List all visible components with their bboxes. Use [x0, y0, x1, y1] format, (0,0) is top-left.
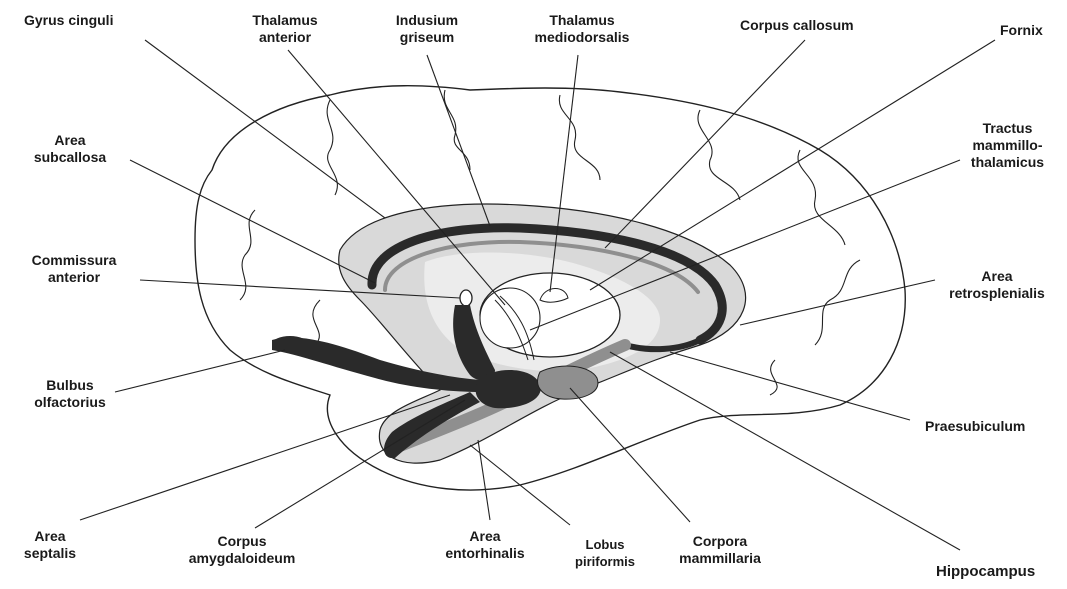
leader-indusium-griseum — [427, 55, 490, 226]
olfactory-bulb — [272, 336, 308, 352]
thalamus-anterior-nucleus — [480, 288, 540, 348]
label-praesubiculum: Praesubiculum — [925, 418, 1025, 435]
sulcus — [559, 95, 600, 180]
label-corpora-mammillaria: Corpora mammillaria — [660, 533, 780, 567]
label-area-subcallosa: Area subcallosa — [20, 132, 120, 166]
sulcus — [327, 100, 337, 195]
label-corpus-callosum: Corpus callosum — [740, 17, 854, 34]
label-indusium-griseum: Indusium griseum — [372, 12, 482, 46]
label-gyrus-cinguli: Gyrus cinguli — [24, 12, 113, 29]
label-tractus-mammillothalamicus: Tractus mammillo- thalamicus — [955, 120, 1060, 171]
label-fornix: Fornix — [1000, 22, 1043, 39]
label-bulbus-olfactorius: Bulbus olfactorius — [20, 377, 120, 411]
label-lobus-piriformis: Lobus piriformis — [555, 536, 655, 570]
leader-fornix — [590, 40, 995, 290]
sulcus — [698, 110, 740, 200]
leader-gyrus-cinguli — [145, 40, 385, 218]
sulcus — [444, 90, 470, 170]
label-thalamus-anterior: Thalamus anterior — [230, 12, 340, 46]
corpora-mammillaria — [538, 366, 598, 399]
leader-corpus-amygdaloideum — [255, 400, 465, 528]
leader-hippocampus — [610, 352, 960, 550]
leader-area-entorhinalis — [478, 440, 490, 520]
sulcus — [313, 300, 320, 345]
label-commissura-anterior: Commissura anterior — [14, 252, 134, 286]
label-corpus-amygdaloideum: Corpus amygdaloideum — [172, 533, 312, 567]
label-area-retrosplenialis: Area retrosplenialis — [937, 268, 1057, 302]
leader-area-subcallosa — [130, 160, 375, 283]
label-area-septalis: Area septalis — [10, 528, 90, 562]
label-area-entorhinalis: Area entorhinalis — [425, 528, 545, 562]
leader-corpus-callosum — [605, 40, 805, 248]
leader-corpora-mammillaria — [570, 388, 690, 522]
leader-praesubiculum — [670, 352, 910, 420]
leader-bulbus-olfactorius — [115, 350, 285, 392]
label-thalamus-mediodorsalis: Thalamus mediodorsalis — [522, 12, 642, 46]
commissura-anterior — [460, 290, 472, 306]
sulcus — [770, 360, 777, 395]
sulcus — [798, 150, 845, 245]
label-hippocampus: Hippocampus — [936, 563, 1035, 580]
